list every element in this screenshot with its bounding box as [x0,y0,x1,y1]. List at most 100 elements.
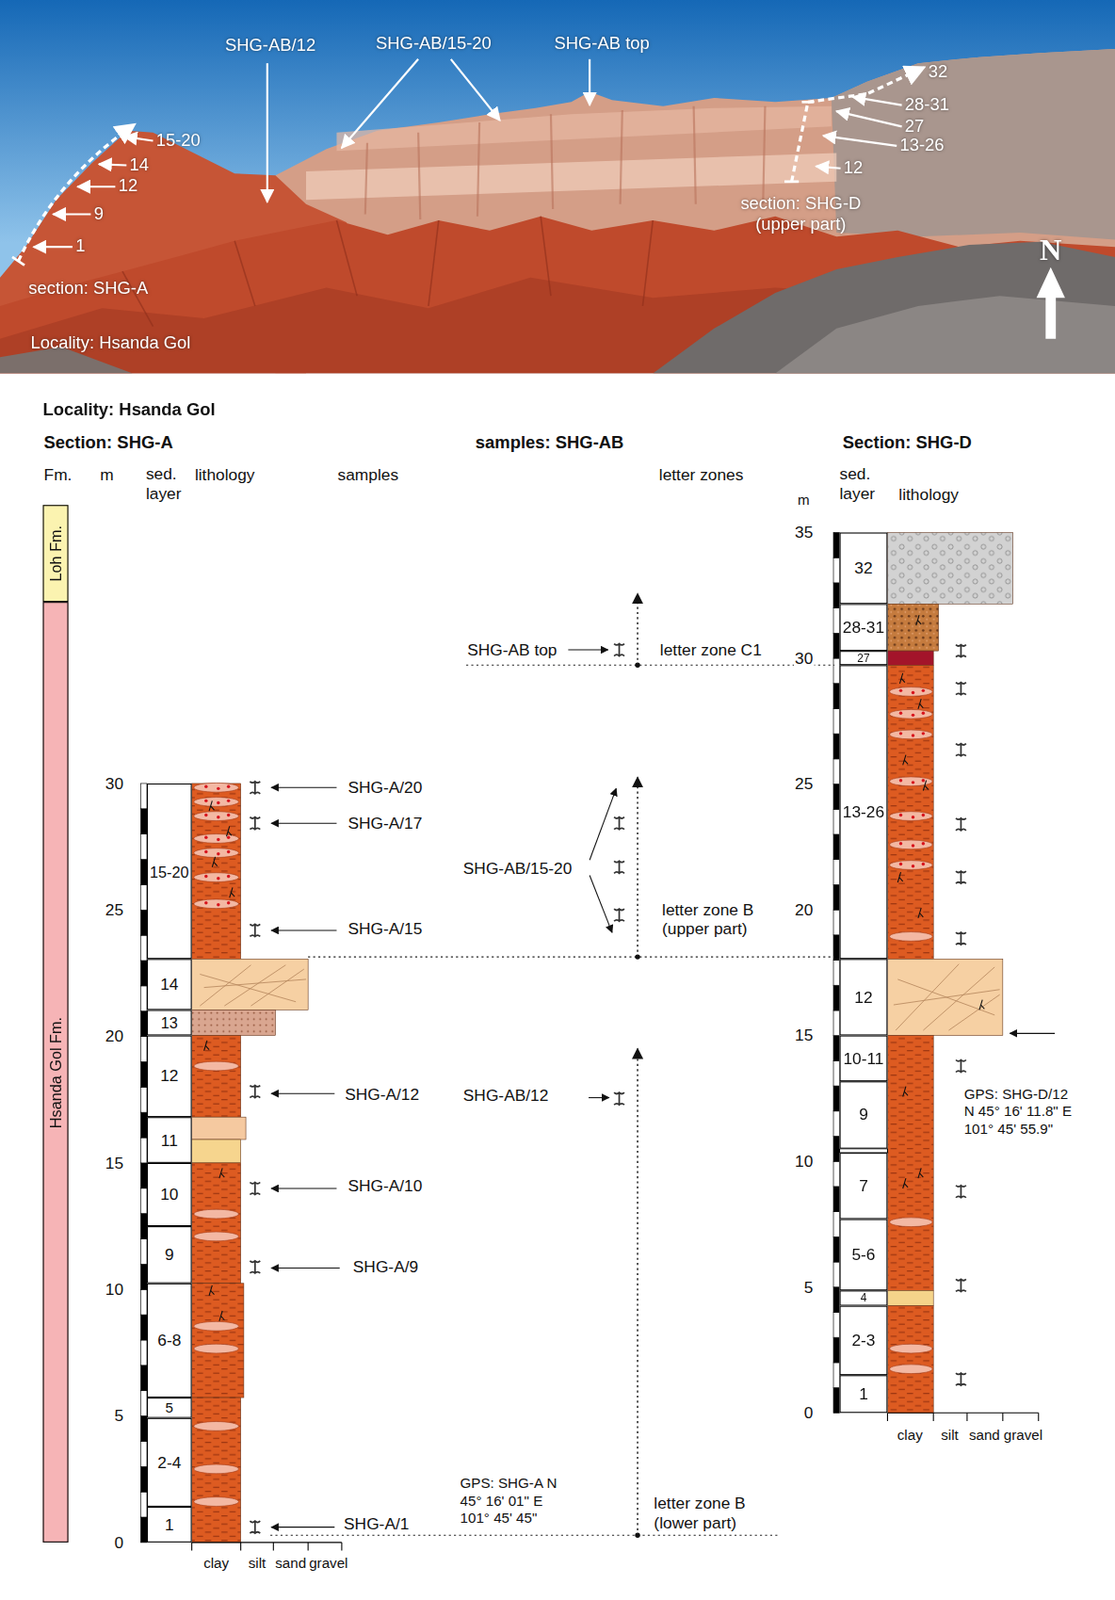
figure-label: SHG-AB/12 [462,1085,550,1106]
zone-base-dot [634,1533,640,1538]
red-spot [899,813,903,817]
root-trace [918,698,923,710]
red-spot [226,836,230,840]
nodule-lens [193,797,240,808]
section-end-tick [12,257,25,266]
layer-number: 1 [164,1516,175,1533]
landscape-photo [0,0,1115,373]
photo-label: 12 [118,176,138,197]
grain-size-axis [887,1412,1038,1422]
root-trace [209,800,214,811]
leader-arrow [33,245,73,248]
sample-icon [955,1373,967,1386]
leader-arrow [836,111,902,127]
red-spot [911,780,915,784]
nodule-lens [889,1364,933,1374]
red-spot [216,852,220,856]
lithology-bed [887,532,1013,604]
lithology-bed [192,1139,242,1164]
figure-label: sand [968,1426,1002,1444]
sample-icon [955,682,967,695]
lithology-bed [887,1035,934,1292]
nodule-lens [889,1217,933,1228]
sample-icon [249,923,260,937]
nodule-lens [193,1231,240,1242]
red-ridges [122,216,653,327]
leader-arrow [451,59,501,121]
leader-arrow [98,163,127,165]
leader-arrow [271,929,337,931]
red-spot [899,862,903,866]
leader-arrow [589,788,616,860]
pale-band [306,152,837,200]
red-spot [911,733,915,737]
figure-label: SHG-AB top [466,640,559,661]
nodule-lens [193,848,240,858]
formation-name: Loh Fm. [48,525,64,582]
sample-icon [955,818,967,831]
nodule-lens [889,709,933,719]
sample-icon [249,1520,260,1534]
photo-label: 27 [904,115,924,137]
root-trace [226,825,231,837]
sample-icon [614,908,625,922]
red-spot [226,874,230,878]
photo-label: section: SHG-A [28,278,148,300]
figure-label: SHG-A/20 [346,777,423,798]
leader-arrow [271,1187,337,1189]
section-end-tick [801,100,814,104]
red-spot [204,836,208,840]
zone-range-arrow [636,776,639,957]
leader-arrow [271,787,337,789]
nodule-lens [889,1343,933,1354]
sample-icon [955,1278,967,1292]
nodule-lens [193,1321,240,1331]
axis-tick [191,1542,193,1552]
sed-layer-box: 5 [146,1397,193,1419]
red-spot [204,874,208,878]
section-trace [17,124,134,261]
nodule-lens [889,840,933,850]
nodule-lens [889,932,933,942]
lithology-bed [887,650,934,665]
sed-layer-box: 12 [146,1035,193,1118]
lithology-bed [192,1035,242,1118]
figure-label: SHG-A/15 [346,918,423,938]
sed-layer-box: 5-6 [840,1218,889,1291]
root-trace [916,614,922,626]
sample-icon [614,644,625,657]
figure-label: 30 [793,647,814,668]
red-spot [899,778,903,782]
layer-number: 13 [161,1015,178,1031]
root-trace [211,856,217,868]
photo-label: 14 [129,154,149,176]
layer-number: 7 [858,1178,869,1195]
photo-label: 32 [928,62,948,83]
leader-arrow [341,59,419,148]
layer-number: 13-26 [842,804,885,821]
zone-base-dot [634,662,640,668]
leader-arrow [1009,1033,1055,1035]
nodule-lens [193,899,240,909]
red-spot [911,864,915,868]
axis-tick [933,1412,935,1422]
sample-icon [249,781,260,794]
nodule-lens [889,860,933,871]
red-spot [204,784,208,788]
figure-label: letter zone B (upper part) [661,899,781,939]
sample-icon [955,932,967,945]
layer-number: 9 [858,1106,869,1123]
pale-band [336,106,831,152]
sed-layer-box: 28-31 [840,603,889,651]
axis-line [192,1541,342,1543]
red-spot [204,850,208,854]
sed-layer-box: 27 [840,650,889,665]
axis-line [887,1412,1038,1414]
red-spot [226,784,230,788]
figure-label: 35 [793,522,814,543]
lithology-bed [192,1116,246,1140]
figure-label: 10 [793,1150,814,1171]
correlation-line [466,664,835,666]
sample-icon [955,1060,967,1073]
sed-layer-box: 1 [840,1374,889,1413]
